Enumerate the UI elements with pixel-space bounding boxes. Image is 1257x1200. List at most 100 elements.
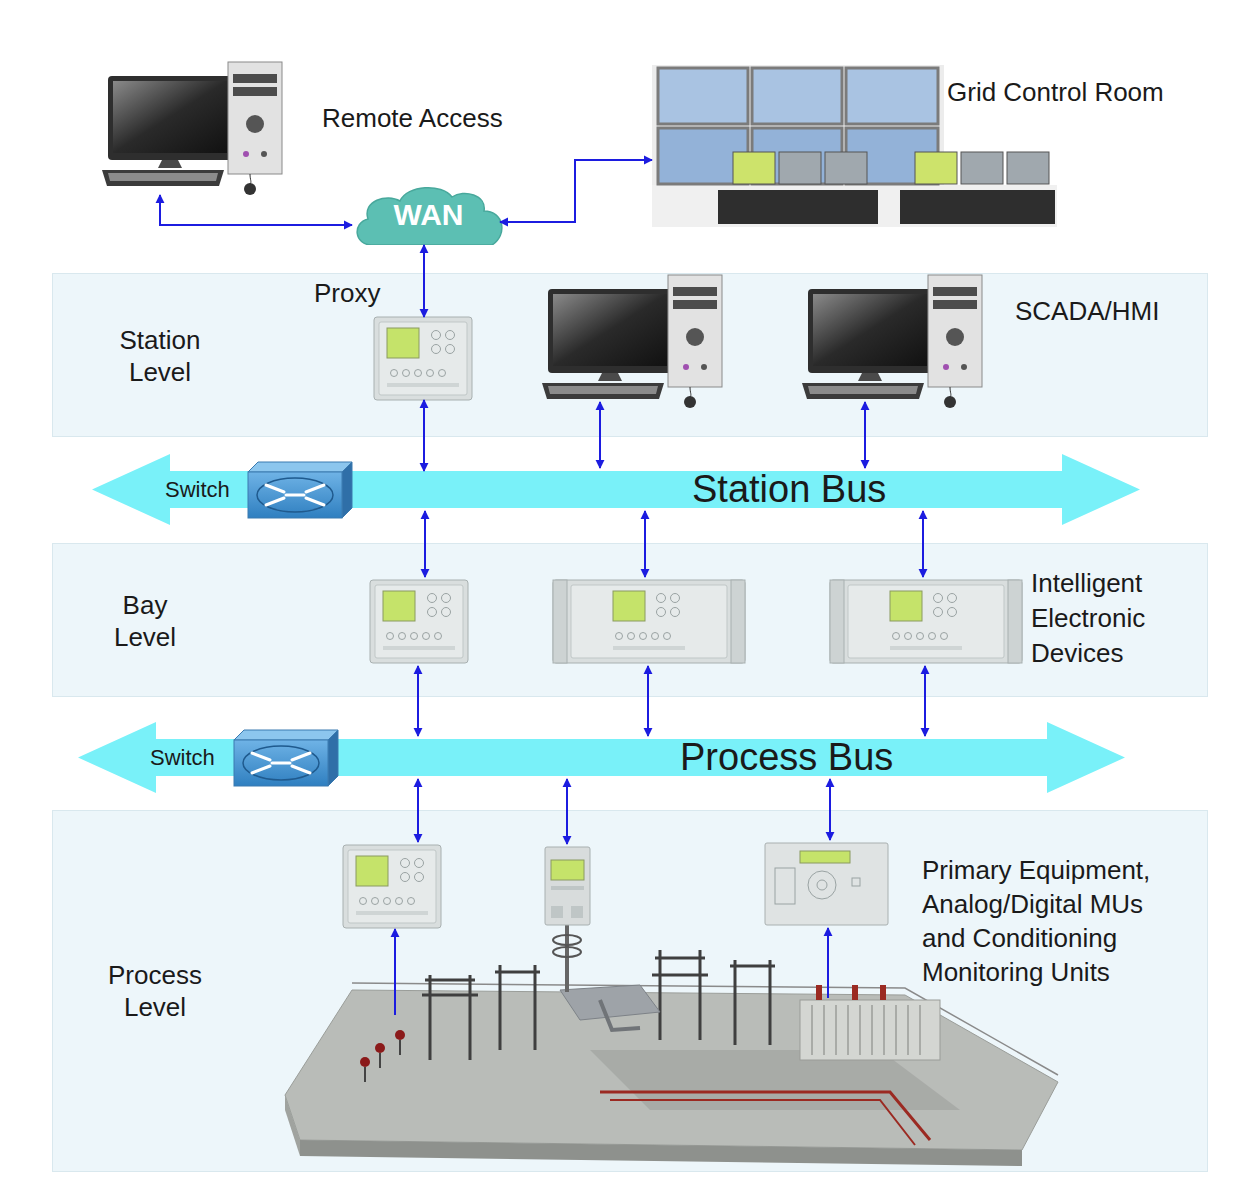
group-label-holder: Intelligent Electronic Devices <box>1031 566 1191 671</box>
bus-arrows-part <box>922 511 924 577</box>
substation-illustration-part <box>816 985 886 1000</box>
substation-illustration-part-part <box>852 985 858 1000</box>
bus-arrow: Switch Station Bus <box>92 471 1140 508</box>
level-band: Station Level SCADA/HMI Proxy <box>52 273 1208 437</box>
control-room-picture-part <box>752 68 842 124</box>
substation-illustration-part <box>590 1050 960 1110</box>
bus-arrow-shape <box>78 722 1125 793</box>
bay-ied <box>370 580 468 663</box>
control-room-picture-part <box>825 152 867 184</box>
process-device-part <box>800 851 850 863</box>
node-label: Remote Access <box>322 103 503 134</box>
process-device-part <box>343 845 441 928</box>
cloud-label: WAN <box>352 197 505 233</box>
node-label-holder: Remote Access <box>322 103 503 134</box>
substation-illustration-part <box>285 1095 300 1156</box>
control-room-picture-part <box>733 152 775 184</box>
substation-illustration-part <box>365 1040 400 1082</box>
switch-label-holder: Switch <box>165 477 230 503</box>
proxy-device-node: Proxy <box>374 317 474 400</box>
process-switch-part <box>234 730 338 786</box>
station-switch <box>248 462 352 518</box>
group-label: Primary Equipment, Analog/Digital MUs an… <box>922 853 1172 989</box>
process-device-part <box>551 906 563 918</box>
bay-ied <box>830 580 1022 663</box>
process-device-part <box>545 847 590 925</box>
control-room-picture-part <box>961 152 1003 184</box>
substation-illustration-part-part <box>422 975 478 1060</box>
process-device-part <box>765 843 888 925</box>
control-room-picture-part <box>1007 152 1049 184</box>
substation-illustration-part <box>360 1030 405 1067</box>
switch-label-holder: Switch <box>150 745 215 771</box>
wan-cloud: WAN <box>352 183 505 245</box>
group-label-holder: SCADA/HMI <box>1015 296 1159 327</box>
connector <box>423 245 425 317</box>
level-label-holder: Process Level <box>95 959 215 1023</box>
control-room-picture-part <box>779 152 821 184</box>
bus-label: Process Bus <box>680 739 893 776</box>
substation-illustration-part <box>565 925 569 992</box>
scada-computer-part <box>542 275 722 408</box>
process-device-part <box>817 880 827 890</box>
node-label-holder: Grid Control Room <box>947 77 1164 108</box>
switch-label: Switch <box>150 745 215 771</box>
bus-arrow-body <box>92 454 1140 525</box>
bay-ied-part <box>830 580 1022 663</box>
level-label: Process Level <box>95 959 215 1023</box>
cloud-label-holder: WAN <box>352 197 505 233</box>
substation-illustration-part <box>285 990 1058 1150</box>
substation-illustration-part <box>300 1140 1022 1166</box>
bus-arrow-shape <box>92 454 1140 525</box>
bus-arrow-body <box>78 722 1125 793</box>
proxy-device-part <box>374 317 472 400</box>
device-label: Proxy <box>314 278 380 309</box>
substation-illustration-part <box>600 1000 640 1030</box>
bus-arrows-part <box>566 779 568 844</box>
process-device <box>545 847 590 925</box>
substation-illustration-part-part <box>365 1040 400 1082</box>
process-device-part <box>808 871 836 899</box>
switch-label: Switch <box>165 477 230 503</box>
station-switch-part <box>248 462 352 518</box>
process-device-part <box>551 860 584 880</box>
connector <box>500 160 652 222</box>
bus-arrows-part <box>827 928 829 998</box>
bus-label-holder: Process Bus <box>680 739 893 776</box>
bus-arrows-part <box>417 779 419 842</box>
substation-illustration-part-part <box>495 965 540 1050</box>
control-room-picture-part <box>652 185 1057 227</box>
remote-access-computer-part <box>102 62 282 195</box>
substation-illustration-part-part <box>652 950 708 1040</box>
control-room-picture-part <box>915 152 957 184</box>
level-band: Process Level Primary Equipment, Analog/D… <box>52 810 1208 1172</box>
control-room-picture-part <box>658 68 748 124</box>
bus-arrows-part <box>647 666 649 736</box>
substation-illustration-part-part <box>360 1057 370 1067</box>
bus-arrows-part <box>424 511 426 577</box>
bay-ied <box>553 580 745 663</box>
bus-label-holder: Station Bus <box>692 471 886 508</box>
bay-ied-part <box>553 580 745 663</box>
level-label-holder: Bay Level <box>100 589 190 653</box>
control-room-picture <box>652 65 1057 227</box>
bus-arrow: Switch Process Bus <box>78 739 1125 776</box>
substation-illustration <box>285 925 1058 1166</box>
level-label: Station Level <box>105 324 215 388</box>
device-label-holder: Proxy <box>314 278 380 309</box>
bus-arrows-part <box>864 402 866 468</box>
bus-arrows-part <box>599 402 601 468</box>
connector <box>160 195 352 225</box>
connector <box>423 400 425 471</box>
group-label: SCADA/HMI <box>1015 296 1159 327</box>
remote-access-node: Remote Access <box>100 60 540 195</box>
process-device <box>343 845 441 928</box>
process-device-part <box>775 868 795 904</box>
substation-illustration-part <box>610 1100 915 1145</box>
substation-illustration-part-part <box>730 960 775 1045</box>
substation-illustration-part <box>812 1005 920 1055</box>
proxy-device <box>374 317 472 400</box>
bus-arrows-part <box>417 666 419 736</box>
